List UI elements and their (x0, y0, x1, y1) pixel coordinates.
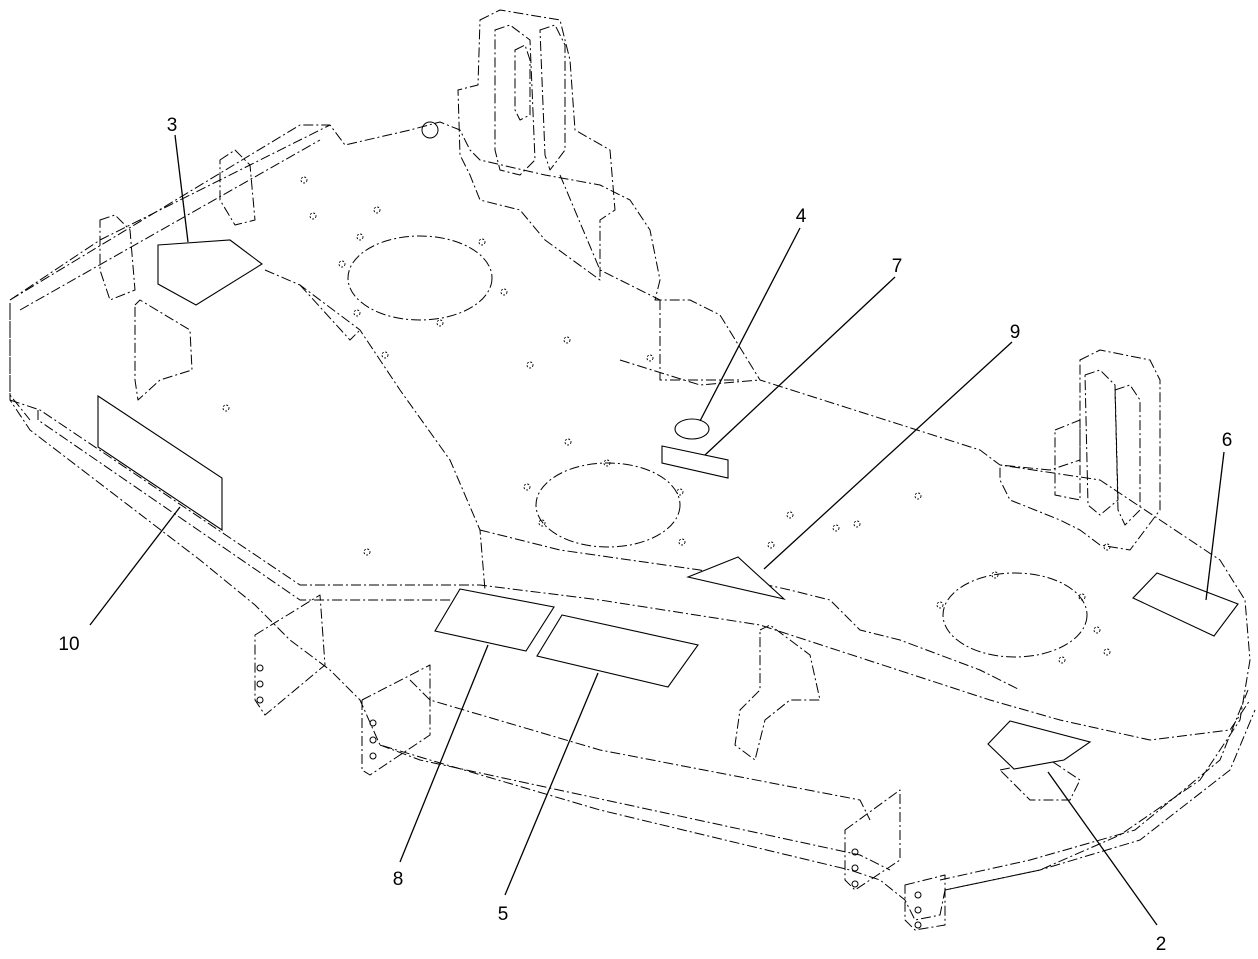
leader-8 (399, 644, 489, 863)
spindle-openings (347, 235, 1088, 658)
callout-labels: 3 10 4 7 9 6 8 5 2 (58, 115, 1232, 955)
callout-8: 8 (393, 869, 404, 890)
callout-7: 7 (892, 256, 903, 277)
callout-5: 5 (498, 904, 509, 925)
decal-10 (97, 394, 223, 532)
leader-5 (504, 672, 599, 896)
decal-6 (1132, 572, 1239, 637)
decal-3 (157, 239, 263, 306)
leader-9 (763, 341, 1013, 570)
leader-3 (174, 134, 189, 243)
callout-2: 2 (1156, 934, 1167, 955)
decal-8 (434, 588, 555, 652)
decal-4 (674, 418, 710, 440)
decals (97, 239, 1239, 770)
leader-4 (699, 227, 801, 422)
leader-7 (704, 276, 896, 456)
rear-upright-right (999, 349, 1161, 551)
leader-6 (1205, 451, 1225, 601)
callout-9: 9 (1010, 322, 1021, 343)
leader-lines (89, 134, 1225, 926)
callout-10: 10 (58, 634, 79, 655)
decal-5 (536, 614, 699, 688)
leader-2 (1047, 771, 1158, 926)
mounting-holes (222, 176, 1111, 664)
callout-6: 6 (1222, 430, 1233, 451)
decal-7 (661, 445, 729, 479)
rear-upright-left (421, 9, 616, 281)
decal-2 (987, 720, 1092, 770)
leader-10 (89, 506, 181, 626)
decal-9 (686, 556, 786, 601)
callout-3: 3 (167, 115, 178, 136)
deck-brackets (99, 149, 1081, 931)
callout-4: 4 (796, 206, 807, 227)
